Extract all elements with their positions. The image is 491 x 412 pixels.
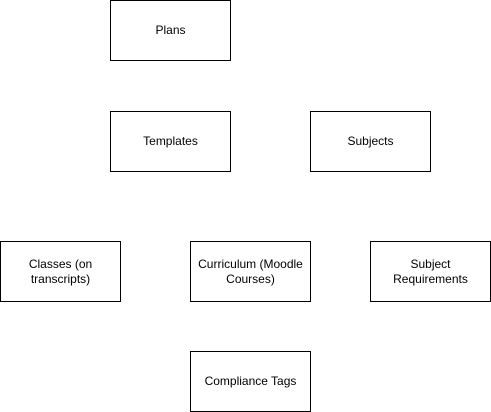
subjects-box: Subjects <box>310 111 431 172</box>
plans-label: Plans <box>155 23 186 37</box>
templates-label: Templates <box>143 134 198 148</box>
compliance-tags-label: Compliance Tags <box>204 374 297 388</box>
curriculum-box: Curriculum (Moodle Courses) <box>190 241 311 302</box>
plans-box: Plans <box>110 0 231 61</box>
compliance-tags-box: Compliance Tags <box>190 351 311 412</box>
subject-requirements-box: Subject Requirements <box>370 241 491 302</box>
classes-label: Classes (on transcripts) <box>28 256 93 286</box>
templates-box: Templates <box>110 111 231 172</box>
classes-box: Classes (on transcripts) <box>0 241 121 302</box>
curriculum-label: Curriculum (Moodle Courses) <box>198 256 303 286</box>
subject-requirements-label: Subject Requirements <box>393 256 468 286</box>
subjects-label: Subjects <box>347 134 394 148</box>
